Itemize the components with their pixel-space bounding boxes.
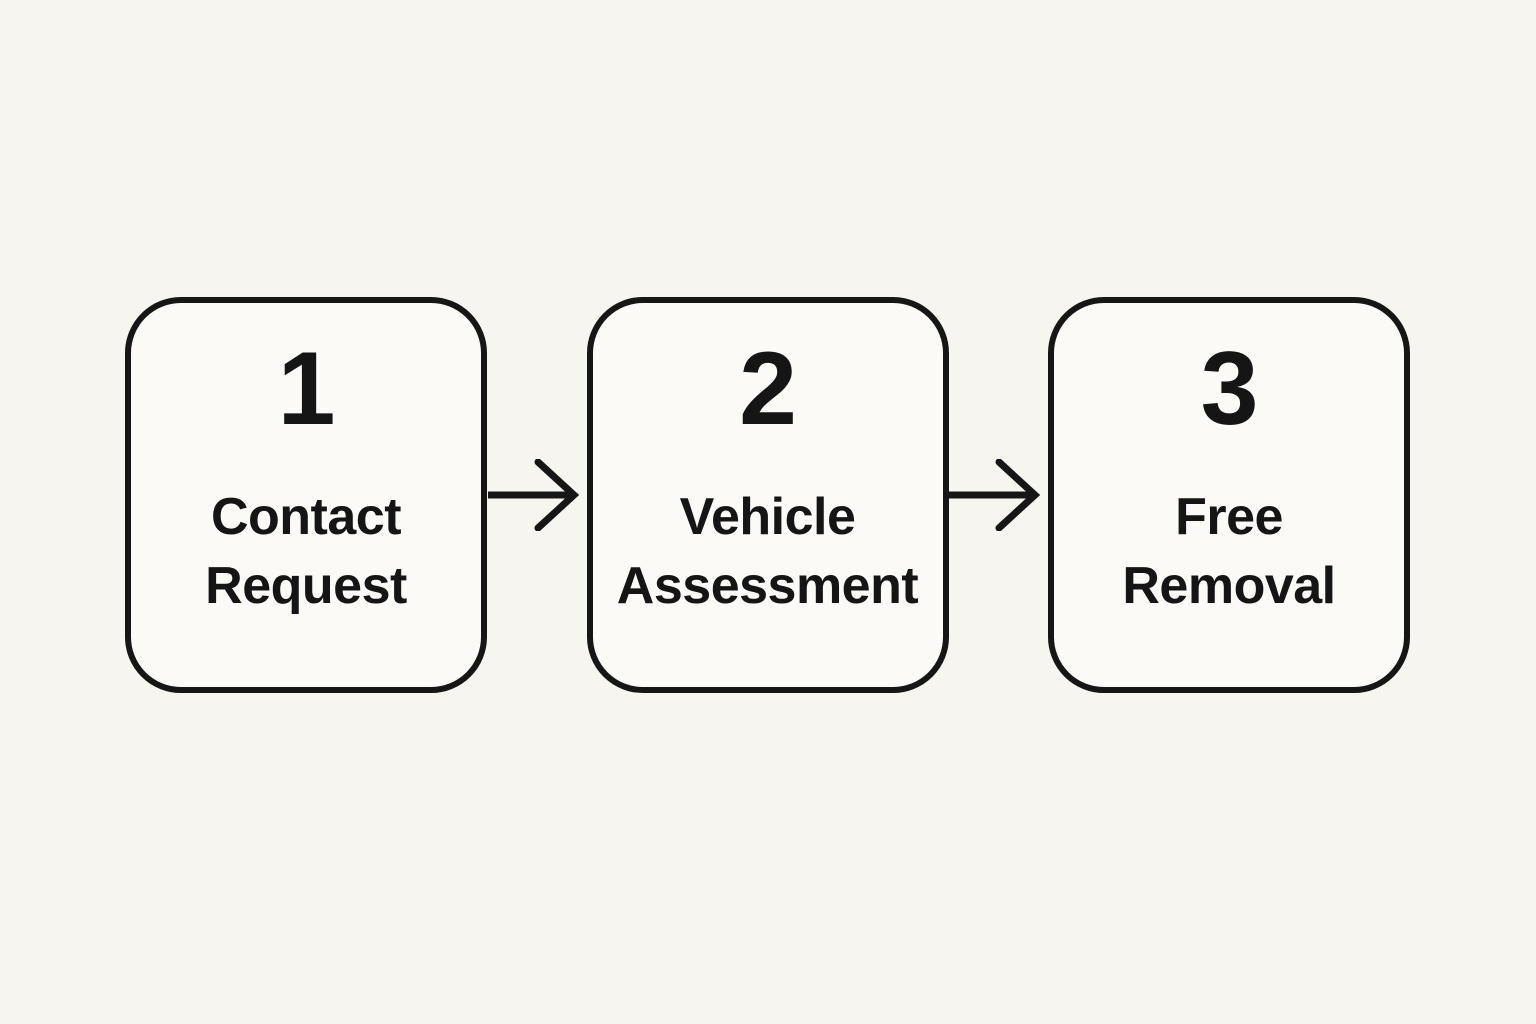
step-label: Contact Request — [205, 483, 407, 620]
step-label-line: Free — [1175, 488, 1283, 546]
step-box-1-contact-request: 1 Contact Request — [125, 297, 487, 693]
arrow-right-icon — [487, 459, 579, 531]
process-flow-diagram: 1 Contact Request 2 Vehicle Assessment 3… — [125, 297, 1410, 693]
step-number: 3 — [1200, 331, 1259, 447]
step-label-line: Vehicle — [679, 488, 856, 546]
step-box-3-free-removal: 3 Free Removal — [1048, 297, 1410, 693]
step-label-line: Removal — [1122, 556, 1336, 615]
step-number: 1 — [277, 331, 336, 447]
step-label-line: Contact — [210, 488, 402, 546]
step-label: Free Removal — [1122, 483, 1336, 620]
arrow-right-icon — [949, 459, 1041, 531]
step-number: 2 — [739, 331, 797, 447]
step-box-2-vehicle-assessment: 2 Vehicle Assessment — [586, 297, 949, 693]
step-label: Vehicle Assessment — [616, 483, 919, 620]
step-label-line: Assessment — [616, 556, 919, 615]
step-label-line: Request — [205, 556, 407, 615]
